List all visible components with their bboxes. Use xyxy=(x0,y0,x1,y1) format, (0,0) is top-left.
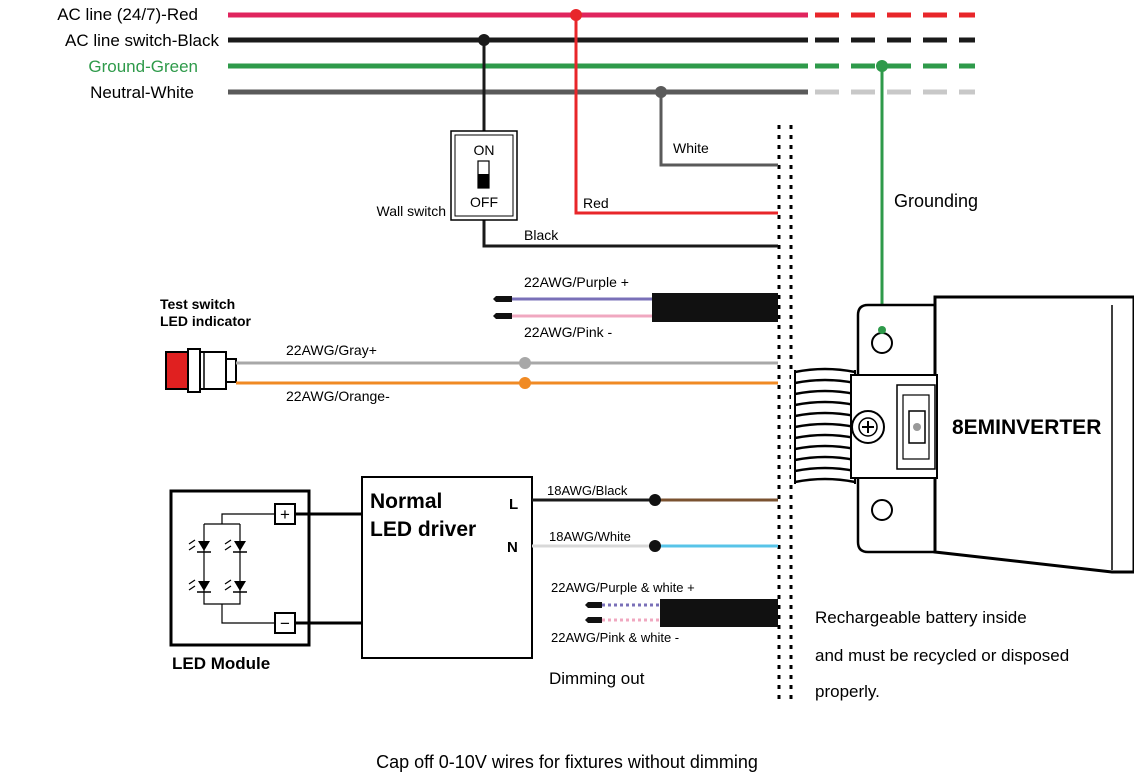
sheath-upper xyxy=(652,293,778,322)
wall-switch: ON OFF Wall switch xyxy=(377,130,518,221)
driver-label-2: LED driver xyxy=(370,518,476,541)
inverter-body xyxy=(933,295,1134,574)
legend-ac-switch: AC line switch-Black xyxy=(65,31,219,50)
led-driver: Normal LED driver L N xyxy=(361,476,533,659)
wire-cap-pink-white xyxy=(585,617,602,623)
wire-cap-pink xyxy=(493,313,512,319)
sheath-lower xyxy=(660,599,778,627)
junction-dot-N xyxy=(649,540,661,552)
legend-neutral: Neutral-White xyxy=(90,83,194,102)
junction-dot-orange xyxy=(519,377,531,389)
switch-toggle-knob xyxy=(478,174,489,188)
module-minus-sign: − xyxy=(280,614,290,633)
junction-dot-L xyxy=(649,494,661,506)
driver-outputs: 18AWG/Black 18AWG/White xyxy=(532,483,778,552)
driver-label-1: Normal xyxy=(370,490,442,513)
ground-branch: Grounding xyxy=(876,60,978,330)
label-red: Red xyxy=(583,195,609,211)
fixture-boundary xyxy=(777,125,793,700)
legend: AC line (24/7)-Red AC line switch-Black … xyxy=(57,5,219,102)
label-purple-white-plus: 22AWG/Purple & white + xyxy=(551,580,695,595)
wall-switch-off: OFF xyxy=(470,194,498,210)
junction-dot-gray xyxy=(519,357,531,369)
battery-note-1: Rechargeable battery inside xyxy=(815,608,1027,627)
supply-lines xyxy=(228,12,975,95)
led-module-label: LED Module xyxy=(172,654,270,673)
mount-hole-bottom xyxy=(871,499,893,521)
inverter-name: 8EMINVERTER xyxy=(952,416,1101,439)
wire-cap-purple xyxy=(493,296,512,302)
legend-ground: Ground-Green xyxy=(88,57,198,76)
label-pink-minus: 22AWG/Pink - xyxy=(524,324,613,340)
junction-dot-red xyxy=(570,9,582,21)
battery-note-2: and must be recycled or disposed xyxy=(815,646,1069,665)
wall-switch-label: Wall switch xyxy=(377,203,447,219)
black-branch: Black xyxy=(478,34,778,248)
wire-cap-purple-white xyxy=(585,602,602,608)
label-pink-white-minus: 22AWG/Pink & white - xyxy=(551,630,679,645)
conduit-spring xyxy=(791,367,861,485)
label-black: Black xyxy=(524,227,559,243)
label-white: White xyxy=(673,140,709,156)
junction-dot-black xyxy=(478,34,490,46)
test-switch: Test switch LED indicator xyxy=(160,296,252,393)
label-gray-plus: 22AWG/Gray+ xyxy=(286,342,377,358)
module-plus-sign: + xyxy=(280,505,290,524)
led-diode-icon xyxy=(188,539,247,593)
junction-dot-ground xyxy=(876,60,888,72)
red-branch: Red xyxy=(570,9,778,215)
led-module: + − LED Module xyxy=(169,489,311,673)
battery-note-3: properly. xyxy=(815,682,880,701)
label-orange-minus: 22AWG/Orange- xyxy=(286,388,390,404)
label-grounding: Grounding xyxy=(894,191,978,211)
legend-ac-line: AC line (24/7)-Red xyxy=(57,5,198,24)
wall-switch-on: ON xyxy=(474,142,495,158)
test-switch-wires: 22AWG/Gray+ 22AWG/Orange- xyxy=(236,342,778,404)
junction-dot-neutral xyxy=(655,86,667,98)
indicator-cap xyxy=(165,351,189,390)
white-branch: White xyxy=(655,86,778,167)
dimming-wires-upper: 22AWG/Purple + 22AWG/Pink - xyxy=(493,274,778,340)
dimming-wires-lower: 22AWG/Purple & white + 22AWG/Pink & whit… xyxy=(549,580,778,688)
cap-off-note: Cap off 0-10V wires for fixtures without… xyxy=(376,752,758,772)
dimming-out-label: Dimming out xyxy=(549,669,645,688)
driver-L: L xyxy=(509,496,518,513)
label-white-18: 18AWG/White xyxy=(549,529,631,544)
test-switch-label-1: Test switch xyxy=(160,296,235,312)
battery-note: Rechargeable battery inside and must be … xyxy=(815,608,1069,701)
driver-N: N xyxy=(507,539,518,556)
label-purple-plus: 22AWG/Purple + xyxy=(524,274,629,290)
test-switch-label-2: LED indicator xyxy=(160,313,252,329)
mount-hole-top xyxy=(871,332,893,354)
inverter: 8EMINVERTER xyxy=(791,295,1134,574)
label-black-18: 18AWG/Black xyxy=(547,483,628,498)
